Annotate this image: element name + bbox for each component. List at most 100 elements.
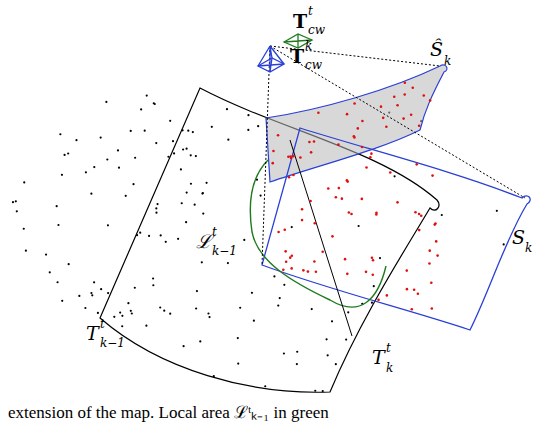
map-point [196,290,198,292]
new-point [353,136,356,139]
map-point [97,312,99,314]
map-point [84,307,86,309]
map-point [130,310,132,312]
area-symbol: ℒ [196,232,212,251]
new-point [317,111,320,114]
map-point [119,312,121,314]
map-point [100,136,102,138]
surface-symbol: T [86,324,99,343]
map-point [201,261,203,263]
new-point [365,166,368,169]
new-point [301,219,304,222]
map-point [90,193,92,195]
new-point [389,171,392,174]
map-point [172,140,174,142]
surface-symbol: S [512,228,525,247]
map-point [371,302,373,304]
map-point [15,200,17,202]
new-point [282,268,285,271]
new-point [371,256,374,259]
map-points [12,94,505,392]
map-point [190,154,192,156]
new-point [310,151,313,154]
map-point [177,238,179,240]
map-point [243,239,245,241]
new-point [313,222,316,225]
map-point [49,271,51,273]
map-point [153,102,155,104]
map-point [121,325,123,327]
map-point [23,181,25,183]
new-point [405,269,408,272]
map-point [132,183,134,185]
new-point [410,113,413,116]
map-point [106,158,108,160]
map-point [75,139,77,141]
map-point [345,338,347,340]
map-point [291,226,293,228]
map-point [192,131,194,133]
map-point [155,207,157,209]
map-point [68,263,70,265]
frustum-line [270,46,440,66]
map-point [125,195,127,197]
map-point [325,338,327,340]
map-point [207,312,209,314]
frustum-line [270,46,525,198]
map-point [296,363,298,365]
new-point [429,99,432,102]
map-point [264,385,266,387]
map-point [277,305,279,307]
new-point [428,262,431,265]
new-point [382,117,385,120]
new-point [341,197,344,200]
map-point [441,214,443,216]
map-point [327,354,329,356]
map-point [165,241,167,243]
new-point [288,176,291,179]
new-point [291,254,294,257]
new-point [353,102,356,105]
map-point [185,221,187,223]
map-point [169,120,171,122]
new-point [372,259,375,262]
new-point [301,208,304,211]
surface-symbol: T [372,348,385,367]
new-point [290,267,293,270]
new-point [338,187,341,190]
new-point [309,200,312,203]
new-point [289,155,292,158]
map-point [156,203,158,205]
map-point [247,114,249,116]
new-point [361,198,364,201]
new-point [386,294,389,297]
map-point [139,232,141,234]
new-points [271,81,438,310]
map-point [205,182,207,184]
new-point [271,162,274,165]
map-point [201,192,203,194]
subscript: cw [305,59,322,71]
new-point [375,213,378,216]
new-point [396,104,399,107]
map-point [61,174,63,176]
map-point [67,152,69,154]
map-point [199,340,201,342]
map-point [91,294,93,296]
new-point [404,81,407,84]
pose-symbol: T [290,47,304,66]
new-point [350,213,353,216]
new-point [380,105,383,108]
new-point [370,152,373,155]
new-point [327,187,330,190]
superscript: t [308,5,313,17]
local-area [250,160,386,307]
map-point [146,94,148,96]
map-point [227,139,229,141]
map-point [145,325,147,327]
map-point [173,152,175,154]
new-point [277,231,280,234]
map-point [100,288,102,290]
frustum-line [262,46,270,265]
superscript: t [212,226,217,238]
